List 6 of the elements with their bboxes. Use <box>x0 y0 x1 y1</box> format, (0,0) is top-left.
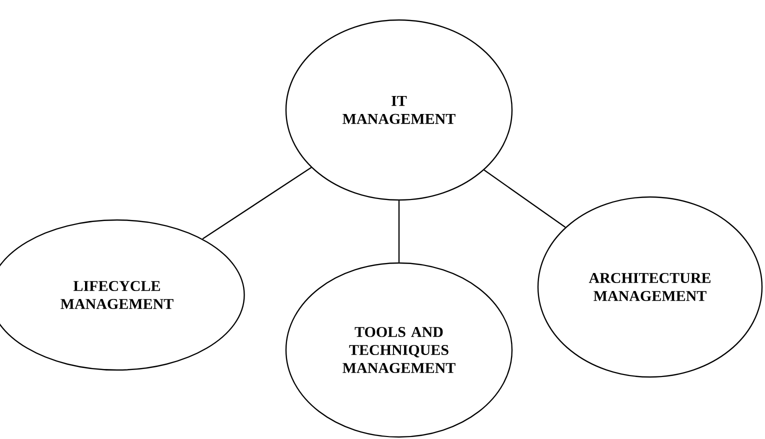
ellipse-node: TOOLS AND TECHNIQUES MANAGEMENT <box>285 262 513 438</box>
connector-line <box>202 167 312 240</box>
connector-line <box>484 170 566 228</box>
connector-line <box>398 200 400 262</box>
ellipse-node: ARCHITECTURE MANAGEMENT <box>537 196 763 378</box>
ellipse-node: IT MANAGEMENT <box>285 19 513 201</box>
